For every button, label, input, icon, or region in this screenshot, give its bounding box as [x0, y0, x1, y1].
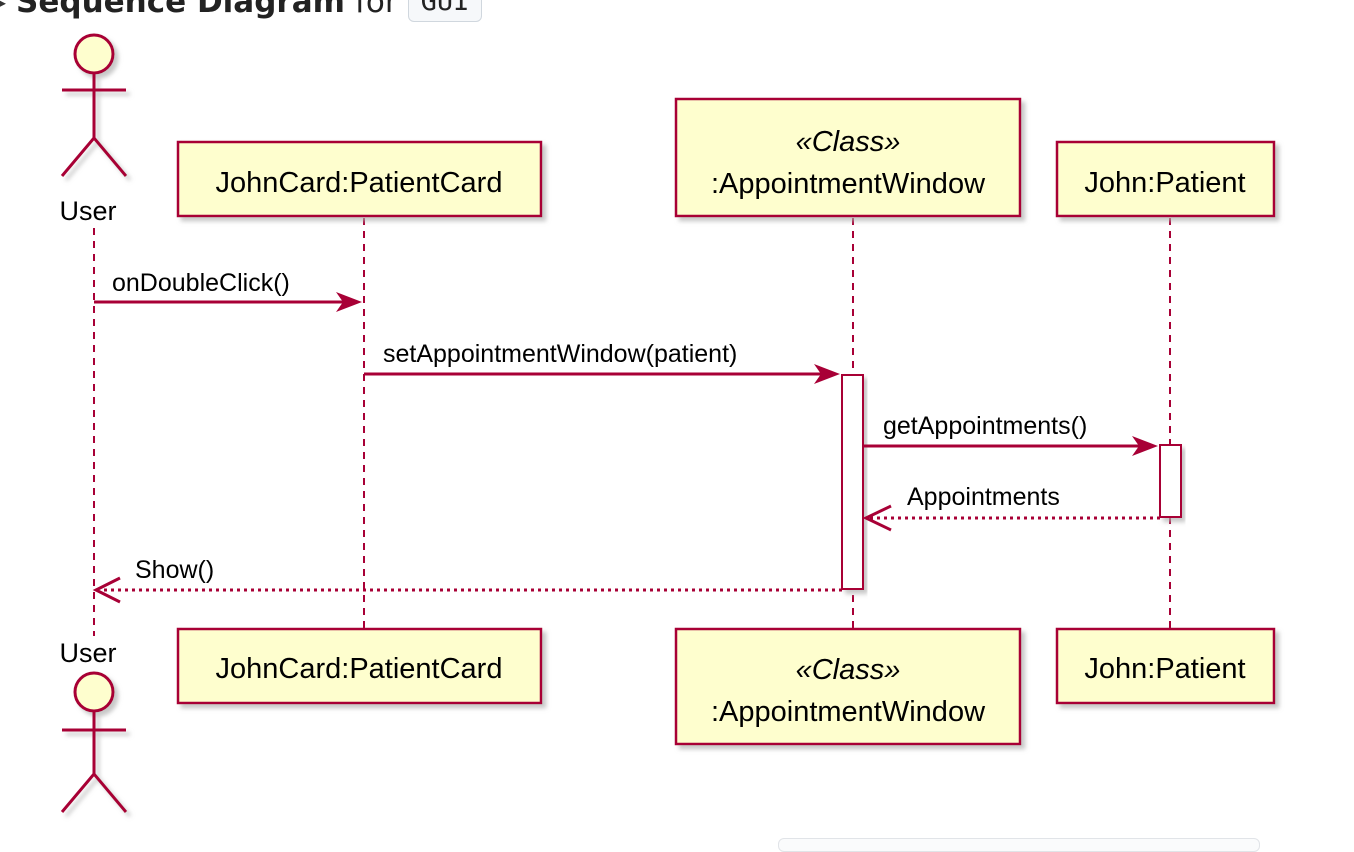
stereotype-label-top: «Class»: [796, 126, 901, 158]
message-label-appointments: Appointments: [907, 483, 1060, 511]
message-label-ondoubleclick: onDoubleClick(): [112, 269, 290, 297]
participant-box-johncard-bottom: [176, 627, 543, 705]
message-label-getappointments: getAppointments(): [883, 412, 1087, 440]
chevron-right-icon[interactable]: ▸: [0, 0, 7, 16]
participant-box-appointmentwindow-bottom: [674, 627, 1022, 746]
heading-connector: for: [354, 0, 398, 20]
section-heading: ▸ Sequence Diagram for GUI: [0, 0, 483, 22]
user-label-bottom: User: [59, 638, 116, 668]
arrowhead-appointments: [862, 504, 892, 532]
heading-component-code: GUI: [407, 0, 483, 22]
participant-box-appointmentwindow-top: [674, 97, 1022, 218]
arrowhead-show: [92, 576, 121, 604]
user-actor-bottom: [60, 671, 128, 813]
heading-title: Sequence Diagram: [16, 0, 345, 20]
participant-label-johncard-top: JohnCard:PatientCard: [216, 167, 503, 199]
participant-label-appointmentwindow-bottom: :AppointmentWindow: [711, 696, 986, 728]
participant-label-john-patient-bottom: John:Patient: [1084, 653, 1245, 685]
participant-box-john-patient-top: [1055, 140, 1276, 218]
activation-john-patient: [1159, 444, 1182, 518]
arrowhead-ondoubleclick: [336, 292, 362, 312]
participant-box-john-patient-bottom: [1055, 627, 1276, 705]
message-label-setappointmentwindow: setAppointmentWindow(patient): [383, 340, 737, 368]
user-label-top: User: [59, 196, 116, 226]
participant-label-john-patient-top: John:Patient: [1084, 167, 1245, 199]
participant-label-appointmentwindow-top: :AppointmentWindow: [711, 168, 986, 200]
participant-label-johncard-bottom: JohnCard:PatientCard: [216, 653, 503, 685]
stereotype-label-bottom: «Class»: [796, 654, 901, 686]
activation-appointmentwindow: [841, 374, 864, 590]
arrowhead-getappointments: [1132, 436, 1158, 456]
participant-box-johncard-top: [176, 140, 543, 218]
user-actor-top: [60, 33, 128, 177]
next-content-panel: [778, 838, 1260, 852]
message-label-show: Show(): [135, 556, 214, 584]
arrowhead-setappointmentwindow: [814, 364, 840, 384]
